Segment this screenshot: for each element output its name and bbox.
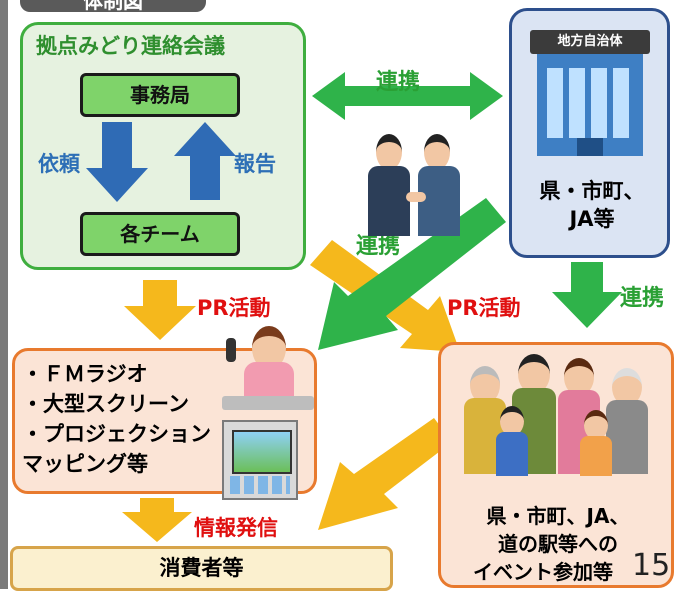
- government-label-2: JA等: [569, 207, 615, 231]
- heading-tab: 体制図: [20, 0, 206, 12]
- report-label: 報告: [234, 152, 276, 176]
- events-label-3: イベント参加等: [473, 560, 613, 584]
- big-screen-illustration: [222, 420, 298, 500]
- radio-dj-illustration: [222, 318, 314, 410]
- media-item-3: ・プロジェクション: [22, 422, 211, 446]
- info-label: 情報発信: [194, 516, 278, 540]
- report-arrow: [174, 122, 236, 200]
- handshake-illustration: [368, 128, 464, 240]
- collab-double-arrow: [312, 72, 503, 120]
- page-number: 15: [632, 548, 671, 583]
- government-sign: 地方自治体: [530, 30, 650, 54]
- collab-down-arrow: [552, 262, 622, 328]
- pr-right-label: PR活動: [447, 296, 521, 320]
- events-label-2: 道の駅等への: [498, 532, 618, 556]
- collab-diagonal-arrow: [318, 198, 506, 350]
- info-down-arrow: [122, 498, 192, 542]
- council-title: 拠点みどり連絡会議: [36, 34, 225, 58]
- government-label-1: 県・市町、: [539, 179, 645, 203]
- media-item-2: ・大型スクリーン: [22, 392, 189, 416]
- collab-right-label: 連携: [620, 286, 665, 311]
- secretariat-box: 事務局: [80, 73, 240, 117]
- media-item-4: マッピング等: [22, 452, 148, 476]
- building-icon: [537, 54, 643, 156]
- collab-mid-label: 連携: [356, 234, 401, 259]
- pr-down-arrow: [124, 280, 196, 340]
- info-diagonal-arrow: [318, 418, 452, 530]
- family-illustration: [460, 352, 656, 480]
- media-item-1: ・ＦＭラジオ: [22, 362, 148, 386]
- teams-box: 各チーム: [80, 212, 240, 256]
- request-arrow: [86, 122, 148, 202]
- collab-top-label: 連携: [376, 70, 421, 95]
- pr-left-label: PR活動: [197, 296, 271, 320]
- consumer-box: 消費者等: [10, 546, 393, 591]
- request-label: 依頼: [38, 152, 80, 176]
- events-label-1: 県・市町、JA、: [486, 504, 630, 528]
- left-edge-bar: [0, 0, 8, 589]
